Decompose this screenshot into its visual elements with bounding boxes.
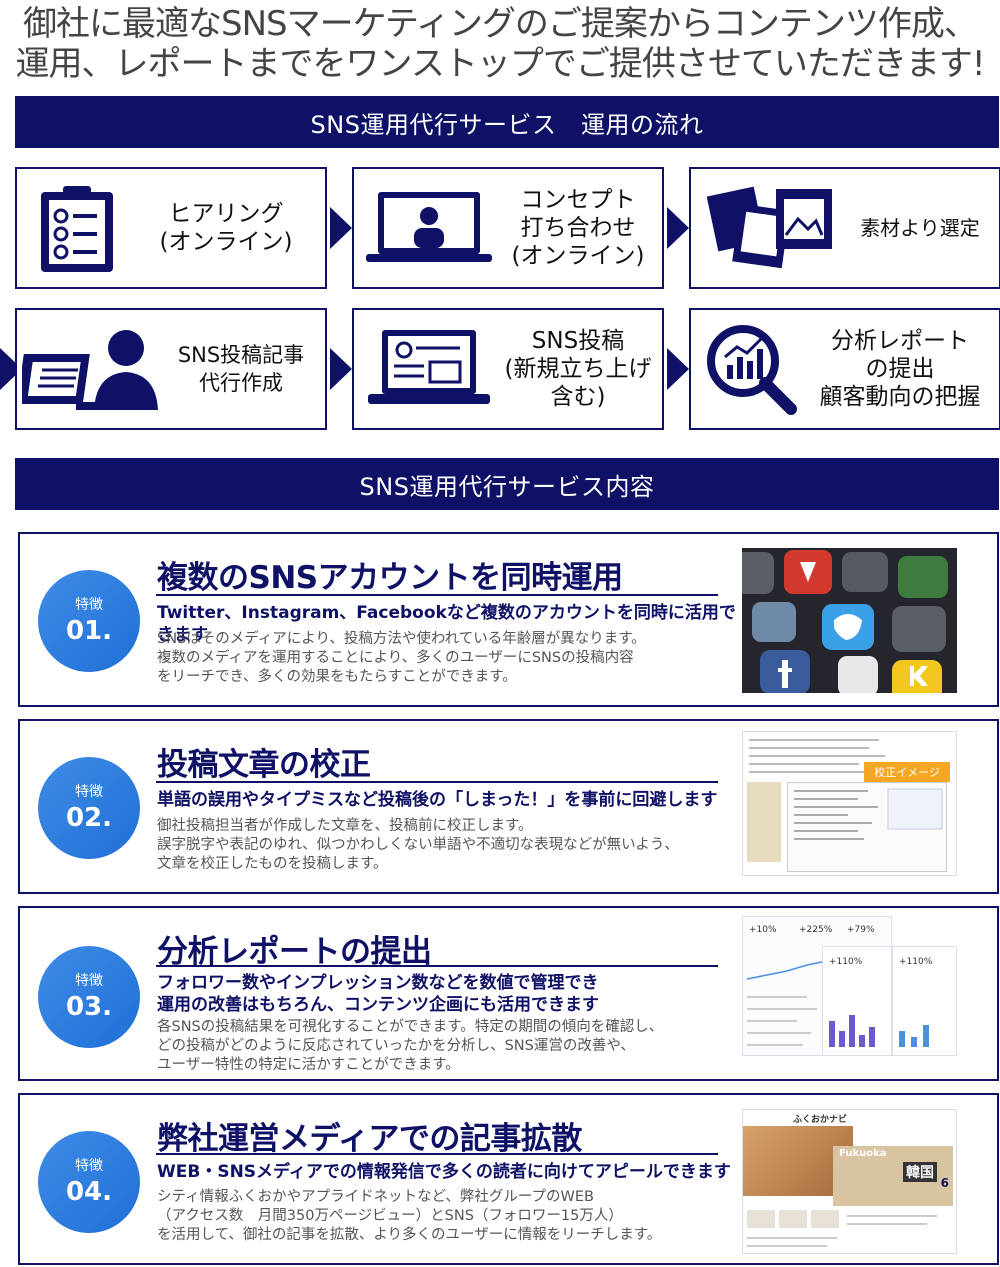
feature-card-03: 特徴 03. 分析レポートの提出 フォロワー数やインプレッション数などを数値で管… [18, 906, 999, 1081]
flow-arrow-icon [330, 348, 352, 390]
feature-card-02: 特徴 02. 投稿文章の校正 単語の誤用やタイプミスなど投稿後の「しまった！」を… [18, 719, 999, 894]
page-headline: 御社に最適なSNSマーケティングのご提案からコンテンツ作成、 運用、レポートまで… [0, 4, 1000, 84]
magnifier-chart-icon [691, 321, 811, 417]
feature-badge: 特徴 02. [38, 757, 140, 859]
service-section-header: SNS運用代行サービス内容 [15, 458, 999, 510]
step-label: 素材より選定 [860, 216, 980, 240]
badge-number: 03. [65, 992, 113, 1022]
bar-panel: +110% [822, 946, 892, 1056]
flow-step-hearing: ヒアリング (オンライン) [15, 167, 327, 289]
site-logo: ふくおかナビ [793, 1115, 848, 1125]
video-call-icon [354, 188, 504, 268]
step-label: ヒアリング (オンライン) [159, 201, 293, 255]
checklist-icon [17, 182, 137, 274]
flow-arrow-icon [667, 348, 689, 390]
badge-label: 特徴 [75, 973, 103, 989]
headline-line-1: 御社に最適なSNSマーケティングのご提案からコンテンツ作成、 [23, 4, 978, 44]
step-label: コンセプト 打ち合わせ (オンライン) [511, 187, 645, 269]
title-underline [156, 594, 718, 596]
stat-value: +79% [847, 925, 875, 935]
banner-title: Fukuoka [839, 1148, 887, 1159]
banner-number: 6 [940, 1176, 949, 1190]
feature-body: 御社投稿担当者が作成した文章を、投稿前に校正します。 誤字脱字や表記のゆれ、似つ… [157, 818, 679, 872]
feature-card-01: 特徴 01. 複数のSNSアカウントを同時運用 Twitter、Instagra… [18, 532, 999, 707]
badge-label: 特徴 [75, 784, 103, 800]
feature-badge: 特徴 03. [38, 946, 140, 1048]
feature-subtitle: WEB・SNSメディアでの情報発信で多くの読者に向けてアピールできます [157, 1162, 731, 1182]
flow-step-report: 分析レポート の提出 顧客動向の把握 [689, 308, 1000, 430]
media-site-screenshot: ふくおかナビ Fukuoka 韓国 6 [742, 1109, 957, 1254]
feature-body: SNSはそのメディアにより、投稿方法や使われている年齢層が異なります。 複数のメ… [157, 631, 646, 685]
flow-arrow-icon [667, 207, 689, 249]
flow-section-header: SNS運用代行サービス 運用の流れ [15, 96, 999, 148]
flow-step-writing: SNS投稿記事 代行作成 [15, 308, 327, 430]
title-underline [156, 781, 718, 783]
badge-number: 02. [65, 803, 113, 833]
badge-label: 特徴 [75, 1158, 103, 1174]
headline-line-2: 運用、レポートまでをワンストップでご提供させていただきます! [15, 44, 986, 84]
feature-subtitle: フォロワー数やインプレッション数などを数値で管理でき 運用の改善はもちろん、コン… [157, 973, 599, 1015]
flow-step-posting: SNS投稿 (新規立ち上げ 含む) [352, 308, 664, 430]
proofread-tag: 校正イメージ [864, 762, 950, 782]
feature-title: 弊社運営メディアでの記事拡散 [157, 1121, 582, 1157]
feature-badge: 特徴 01. [38, 570, 140, 672]
stat-value: +225% [799, 925, 833, 935]
stat-value: +110% [899, 957, 933, 967]
photo-thumbnail [747, 782, 781, 862]
photos-icon [691, 183, 851, 273]
step-label: SNS投稿記事 代行作成 [177, 343, 305, 395]
stat-value: +110% [829, 957, 863, 967]
text-lines [749, 736, 889, 776]
feature-title: 複数のSNSアカウントを同時運用 [157, 560, 623, 596]
feature-subtitle: Twitter、Instagram、Facebookなど複数のアカウントを同時に… [157, 603, 736, 645]
badge-label: 特徴 [75, 597, 103, 613]
banner-text: 韓国 [903, 1162, 937, 1182]
feature-badge: 特徴 04. [38, 1131, 140, 1233]
feature-body: シティ情報ふくおかやアプライドネットなど、弊社グループのWEB （アクセス数 月… [157, 1189, 662, 1243]
sns-apps-photo [742, 548, 957, 693]
title-underline [156, 965, 718, 967]
proofreading-screenshot: 校正イメージ [742, 731, 957, 876]
laptop-icon [354, 326, 504, 412]
analytics-screenshot: +10% +225% +79% +110% +110% [742, 916, 957, 1061]
writer-icon [17, 324, 167, 414]
feature-body: 各SNSの投稿結果を可視化することができます。特定の期間の傾向を確認し、 どの投… [157, 1019, 664, 1073]
step-label: SNS投稿 (新規立ち上げ 含む) [504, 328, 652, 410]
step-label: 分析レポート の提出 顧客動向の把握 [819, 328, 981, 410]
badge-number: 01. [65, 616, 113, 646]
editor-panel [787, 782, 947, 872]
promo-banner: Fukuoka 韓国 6 [833, 1146, 953, 1206]
flow-step-material: 素材より選定 [689, 167, 1000, 289]
feature-title: 分析レポートの提出 [157, 934, 432, 970]
feature-card-04: 特徴 04. 弊社運営メディアでの記事拡散 WEB・SNSメディアでの情報発信で… [18, 1093, 999, 1265]
feature-subtitle: 単語の誤用やタイプミスなど投稿後の「しまった！」を事前に回避します [157, 790, 718, 810]
metrics-panel: +110% [892, 946, 957, 1056]
stat-value: +10% [749, 925, 777, 935]
flow-arrow-icon [330, 207, 352, 249]
badge-number: 04. [65, 1177, 113, 1207]
feature-title: 投稿文章の校正 [157, 747, 371, 783]
flow-step-concept: コンセプト 打ち合わせ (オンライン) [352, 167, 664, 289]
title-underline [156, 1153, 718, 1155]
